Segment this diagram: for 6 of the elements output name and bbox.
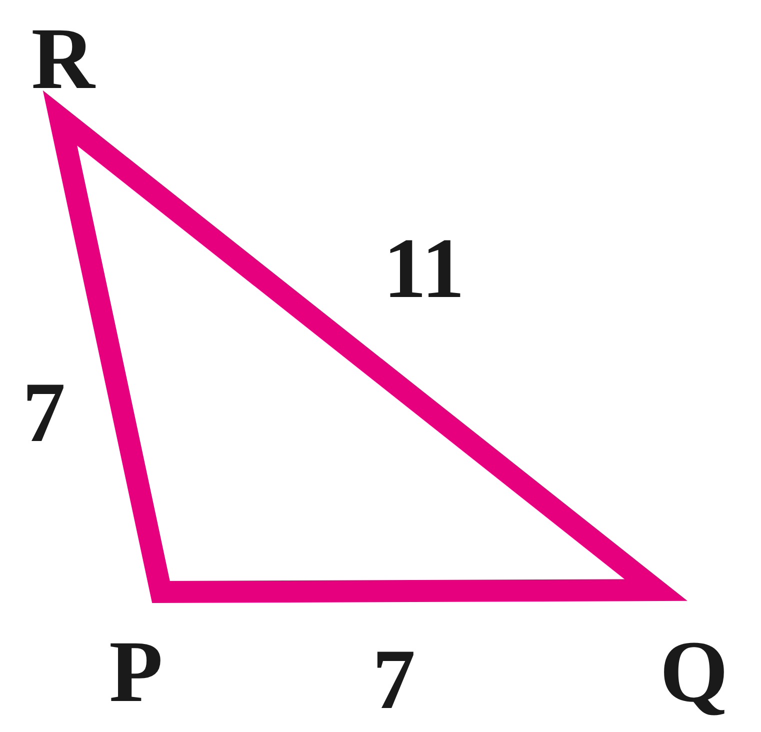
side-length: 7 [372, 636, 416, 722]
vertex-label: Q [660, 629, 728, 717]
side-length: 11 [383, 225, 465, 311]
vertex-label: R [31, 16, 95, 104]
side-length: 7 [22, 369, 66, 455]
vertex-label: P [109, 629, 163, 717]
